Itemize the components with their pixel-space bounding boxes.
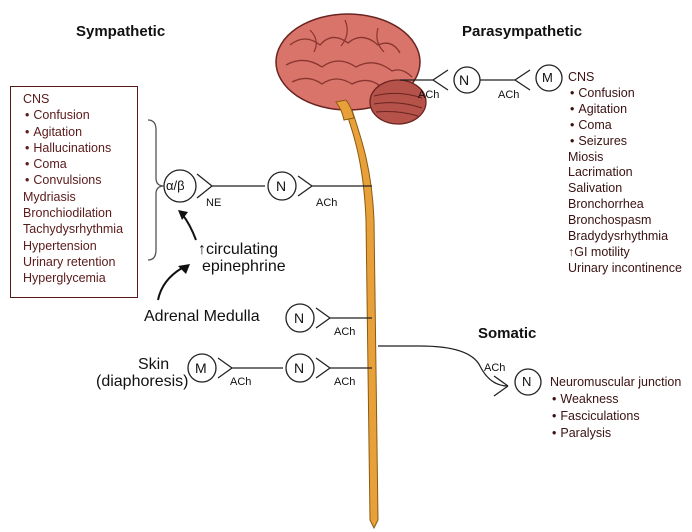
para-ach-label-2: ACh — [498, 90, 519, 101]
ne-label: NE — [206, 198, 221, 209]
sym-nicotinic-label: N — [276, 179, 286, 193]
parasympathetic-effect-item: CNS — [568, 70, 682, 86]
skin-label: Skin — [138, 357, 169, 373]
somatic-effects-list: Neuromuscular junctionWeaknessFasciculat… — [550, 374, 681, 442]
parasympathetic-effect-item: Bradydysrhythmia — [568, 229, 682, 245]
parasympathetic-effect-item: Bronchorrhea — [568, 197, 682, 213]
diaphoresis-label: (diaphoresis) — [96, 374, 188, 390]
somatic-effect-item: Paralysis — [550, 425, 681, 442]
sympathetic-effects-box: CNSConfusionAgitationHallucinationsComaC… — [10, 86, 138, 298]
para-nicotinic-label: N — [459, 73, 469, 87]
skin-muscarinic-label: M — [195, 361, 207, 375]
sympathetic-effect-item: Mydriasis — [23, 189, 137, 205]
circulating-label: ↑circulating — [198, 242, 278, 258]
skin-ach-label-2: ACh — [334, 377, 355, 388]
parasympathetic-heading: Parasympathetic — [462, 24, 582, 39]
sympathetic-effect-item: Hyperglycemia — [23, 270, 137, 286]
sympathetic-effect-item: Tachydysrhythmia — [23, 221, 137, 237]
cerebellum — [370, 80, 426, 124]
epinephrine-label: epinephrine — [202, 259, 286, 275]
skin-nicotinic-label: N — [294, 361, 304, 375]
sympathetic-effect-item: Hypertension — [23, 238, 137, 254]
sympathetic-effect-item: Confusion — [23, 107, 137, 123]
sympathetic-effect-item: Bronchiodilation — [23, 205, 137, 221]
sym-ach-label: ACh — [316, 198, 337, 209]
adrenal-ach-label: ACh — [334, 327, 355, 338]
parasympathetic-effect-item: Urinary incontinence — [568, 261, 682, 277]
parasympathetic-effect-item: ↑GI motility — [568, 245, 682, 261]
parasympathetic-effect-item: Seizures — [568, 134, 682, 150]
adrenergic-label: α/β — [166, 179, 185, 192]
parasympathetic-effects-list: CNSConfusionAgitationComaSeizuresMiosisL… — [568, 70, 682, 277]
sympathetic-effect-item: Convulsions — [23, 172, 137, 188]
spinal-cord — [346, 110, 378, 528]
sympathetic-effect-item: Coma — [23, 156, 137, 172]
parasympathetic-effect-item: Bronchospasm — [568, 213, 682, 229]
para-ach-label-1: ACh — [418, 90, 439, 101]
adrenal-nicotinic-label: N — [294, 311, 304, 325]
somatic-effect-item: Neuromuscular junction — [550, 374, 681, 391]
sympathetic-heading: Sympathetic — [76, 24, 165, 39]
sympathetic-effect-item: Urinary retention — [23, 254, 137, 270]
sympathetic-effect-item: Hallucinations — [23, 140, 137, 156]
somatic-effect-item: Weakness — [550, 391, 681, 408]
parasympathetic-effect-item: Coma — [568, 118, 682, 134]
brain-illustration — [276, 14, 426, 124]
somatic-heading: Somatic — [478, 326, 536, 341]
parasympathetic-effect-item: Lacrimation — [568, 165, 682, 181]
adrenal-medulla-label: Adrenal Medulla — [144, 309, 260, 325]
parasympathetic-effect-item: Salivation — [568, 181, 682, 197]
sympathetic-effect-item: Agitation — [23, 124, 137, 140]
somatic-nicotinic-label: N — [522, 375, 531, 388]
somatic-ach-label: ACh — [484, 363, 505, 374]
somatic-effect-item: Fasciculations — [550, 408, 681, 425]
sympathetic-effect-item: CNS — [23, 91, 137, 107]
parasympathetic-effect-item: Agitation — [568, 102, 682, 118]
sym-bracket — [148, 120, 164, 260]
parasympathetic-effect-item: Confusion — [568, 86, 682, 102]
skin-ach-label-1: ACh — [230, 377, 251, 388]
para-muscarinic-label: M — [542, 71, 553, 84]
parasympathetic-effect-item: Miosis — [568, 150, 682, 166]
